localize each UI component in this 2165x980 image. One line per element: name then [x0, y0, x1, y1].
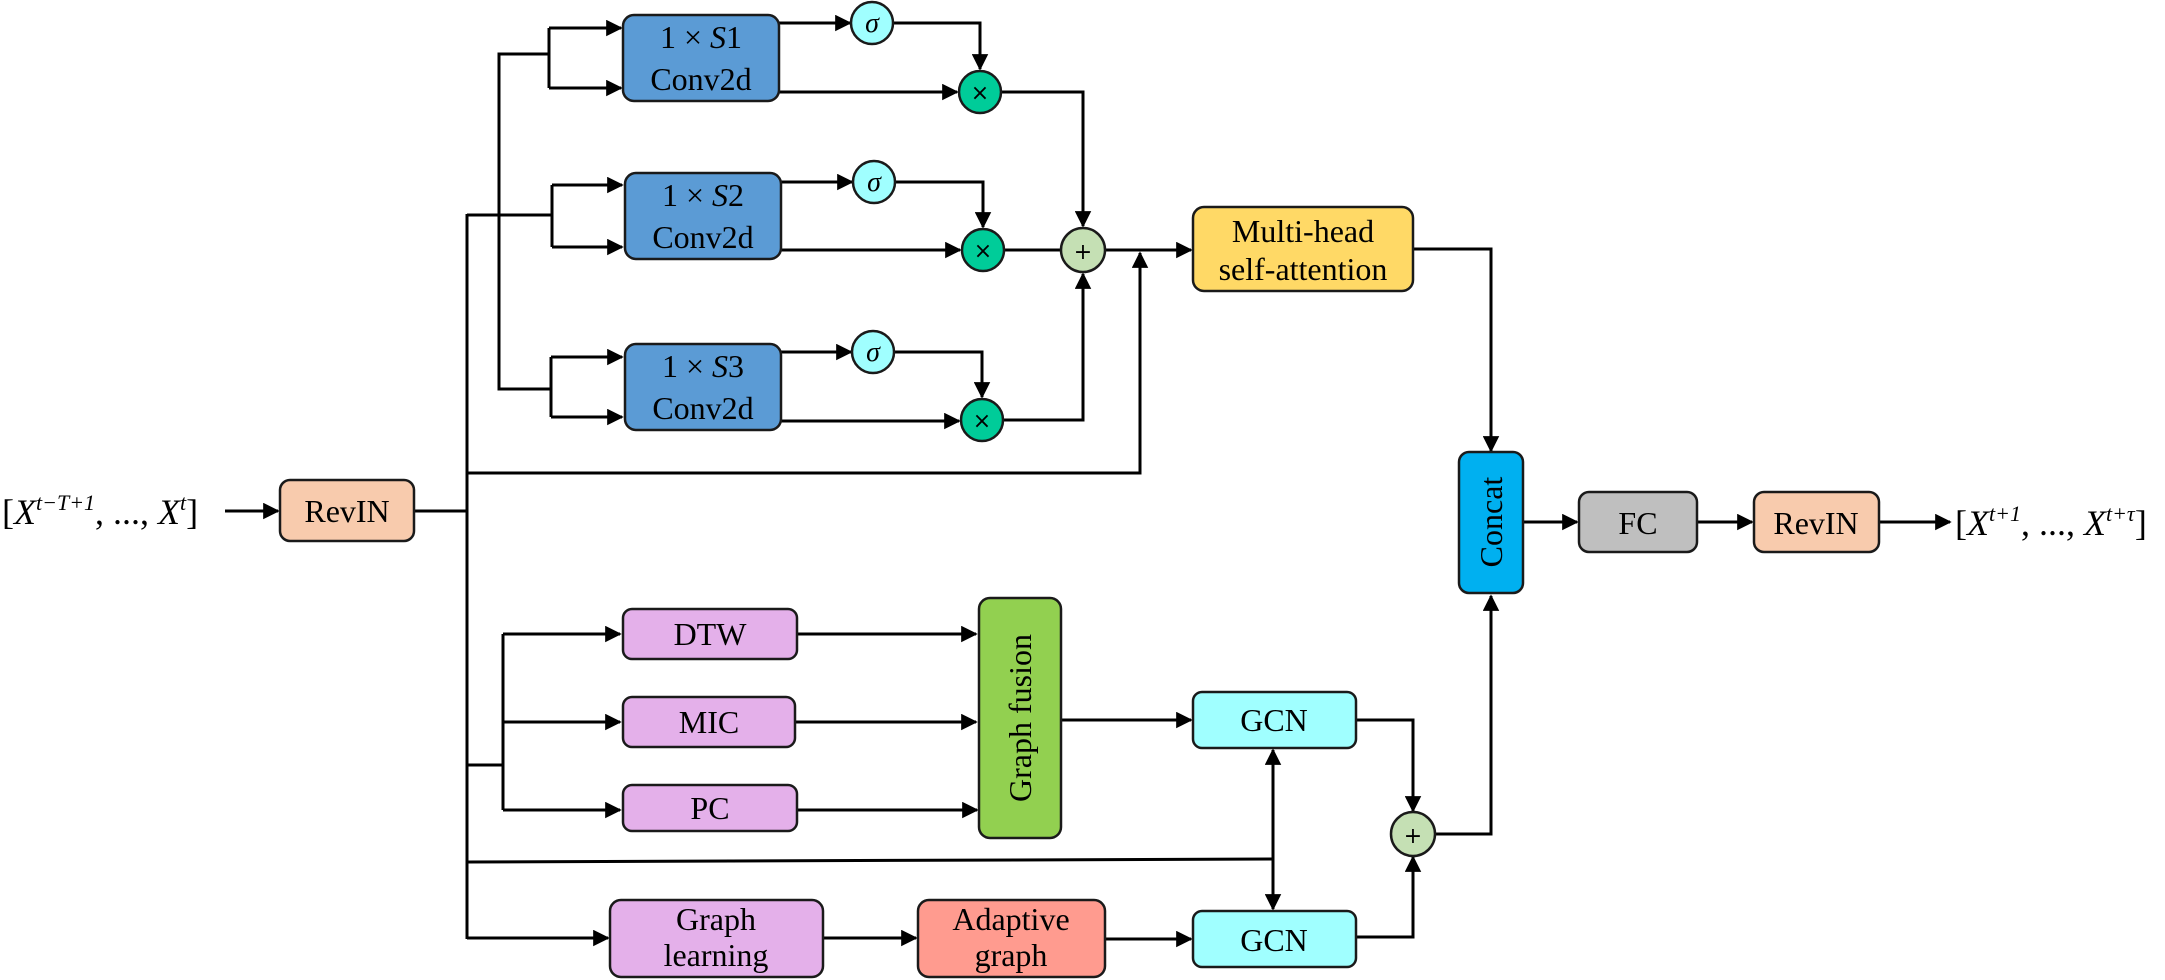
revin-output-node: RevIN [1752, 490, 1881, 554]
conv1-kernel-label: 1 × S1 [660, 19, 742, 55]
graph-fusion-node: Graph fusion [977, 596, 1063, 840]
plus-op-conv: + [1059, 226, 1107, 274]
multiply-op-1: × [957, 69, 1003, 115]
mic-label: MIC [679, 704, 739, 740]
fc-box [1577, 490, 1699, 554]
multiply-icon: × [973, 409, 991, 434]
adaptive-graph-box [916, 898, 1107, 979]
arrow-sigma3-mult3 [894, 350, 991, 399]
plus-circle [1059, 226, 1107, 274]
arrow-sigma1-mult1 [893, 21, 989, 71]
dtw-label: DTW [674, 616, 748, 652]
arrow-sigma2-mult2 [895, 180, 992, 229]
attention-node: Multi-head self-attention [1191, 205, 1415, 293]
revin-input-node: RevIN [278, 478, 416, 543]
graph-learning-label-line2: learning [664, 937, 769, 973]
multiply-icon: × [974, 239, 992, 264]
sigma-circle [849, 0, 895, 46]
graph-fusion-label: Graph fusion [1002, 634, 1038, 802]
connectors [225, 14, 1952, 948]
pc-node: PC [621, 783, 799, 833]
conv1-node: 1 × S1 Conv2d [621, 13, 781, 103]
line-trunk-gcn [466, 857, 1274, 864]
adaptive-graph-node: Adaptive graph [916, 898, 1107, 979]
graph-learning-node: Graph learning [608, 898, 825, 979]
arrow-plus2-concat [1435, 594, 1500, 836]
multiply-icon: × [971, 81, 989, 106]
fc-node: FC [1577, 490, 1699, 554]
attention-box [1191, 205, 1415, 293]
conv1-box [621, 13, 781, 103]
revin-output-label: RevIN [1773, 505, 1858, 541]
gcn1-label: GCN [1240, 702, 1308, 738]
conv2-node: 1 × S2 Conv2d [623, 171, 783, 261]
conv3-type-label: Conv2d [652, 390, 753, 426]
graph-fusion-box [977, 596, 1063, 840]
mic-box [621, 695, 797, 749]
sigma-circle [851, 159, 897, 205]
conv2-type-label: Conv2d [652, 219, 753, 255]
gcn2-node: GCN [1191, 909, 1358, 969]
conv3-box [623, 342, 783, 432]
concat-node: Concat [1457, 450, 1525, 595]
sigma-circle [850, 329, 896, 375]
conv2-kernel-label: 1 × S2 [662, 177, 744, 213]
conv1-type-label: Conv2d [650, 61, 751, 97]
sigma-gate-2: σ [851, 159, 897, 205]
attention-label-line2: self-attention [1219, 251, 1388, 287]
concat-label: Concat [1473, 477, 1509, 568]
multiply-circle [957, 69, 1003, 115]
arrow-skip-connection [467, 251, 1149, 475]
fc-label: FC [1618, 505, 1657, 541]
conv2-box [623, 171, 783, 261]
sigma-gate-1: σ [849, 0, 895, 46]
output-sequence-label: [Xt+1, ..., Xt+τ] [1955, 501, 2147, 543]
sigma-symbol: σ [866, 337, 881, 368]
dtw-node: DTW [621, 607, 799, 661]
graph-learning-box [608, 898, 825, 979]
arrow-mult3-plus [1003, 272, 1092, 422]
arrow-mult1-plus [1001, 90, 1092, 228]
revin-input-label: RevIN [304, 493, 389, 529]
adaptive-graph-label-line1: Adaptive [952, 901, 1069, 937]
line-conv1-conv3-trunk [497, 52, 551, 391]
conv3-kernel-label: 1 × S3 [662, 348, 744, 384]
multiply-op-2: × [960, 227, 1006, 273]
revin-output-box [1752, 490, 1881, 554]
multiply-op-3: × [959, 397, 1005, 443]
plus-op-gcn: + [1389, 810, 1437, 858]
gcn1-node: GCN [1191, 690, 1358, 750]
sigma-symbol: σ [865, 8, 880, 39]
concat-box [1457, 450, 1525, 595]
pc-box [621, 783, 799, 833]
pc-label: PC [690, 790, 729, 826]
dtw-box [621, 607, 799, 661]
adaptive-graph-label-line2: graph [975, 937, 1048, 973]
multiply-circle [959, 397, 1005, 443]
arrow-attention-concat [1413, 247, 1500, 453]
sigma-gate-3: σ [850, 329, 896, 375]
plus-icon: + [1074, 240, 1092, 265]
arrow-gcn2-plus2 [1356, 855, 1422, 939]
revin-input-box [278, 478, 416, 543]
plus-icon: + [1404, 824, 1422, 849]
attention-label-line1: Multi-head [1232, 213, 1374, 249]
multiply-circle [960, 227, 1006, 273]
arrow-gcn1-plus2 [1356, 718, 1422, 813]
graph-learning-label-line1: Graph [676, 901, 756, 937]
input-sequence-label: [Xt−T+1, ..., Xt] [2, 490, 198, 532]
gcn2-label: GCN [1240, 922, 1308, 958]
gcn1-box [1191, 690, 1358, 750]
conv3-node: 1 × S3 Conv2d [623, 342, 783, 432]
mic-node: MIC [621, 695, 797, 749]
sigma-symbol: σ [867, 167, 882, 198]
gcn2-box [1191, 909, 1358, 969]
plus-circle [1389, 810, 1437, 858]
